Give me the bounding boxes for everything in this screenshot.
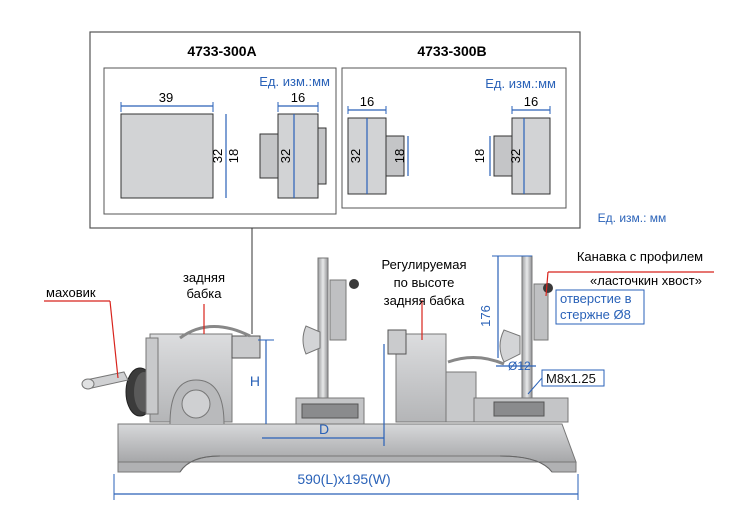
dim-b-18-right: 18: [472, 149, 487, 163]
adjustable-label-line3: задняя бабка: [384, 293, 465, 308]
dimensions: H D 176 Ø12 M8x1.25 590(L)x195(W): [113, 255, 605, 500]
dim-b-16-right: 16: [524, 94, 538, 109]
leaders: [44, 271, 714, 379]
height-post: [521, 255, 533, 401]
base-plate: [117, 423, 577, 473]
dim-h-label: H: [250, 373, 260, 389]
panel-b: 4733-300B Ед. изм.:мм 16 32 18 18 16 32: [341, 43, 567, 209]
tailstock-left: [145, 325, 261, 425]
dovetail-label-line1: Канавка с профилем: [577, 249, 703, 264]
panel-b-frame: [341, 67, 567, 209]
panel-b-title: 4733-300B: [417, 43, 486, 59]
hole-label-line2: стержне Ø8: [560, 307, 631, 322]
specimen-b-right-block: [511, 117, 551, 195]
dim-176-label: 176: [478, 305, 493, 327]
center-post: [317, 257, 329, 401]
dim-d12-label: Ø12: [508, 359, 531, 373]
dim-base-label: 590(L)x195(W): [297, 471, 390, 487]
handwheel-label: маховик: [46, 285, 96, 300]
dim-b-16-left: 16: [360, 94, 374, 109]
specimen-inset: 4733-300A Ед. изм.:мм 39 32 18 16 32 473…: [89, 31, 581, 229]
hole-label-box: [555, 289, 645, 325]
specimen-b-left-hub: [385, 135, 405, 177]
panel-a-unit-label: Ед. изм.:мм: [259, 74, 330, 89]
dim-b-32-left: 32: [348, 149, 363, 163]
tailstock-right: [387, 329, 505, 423]
dovetail-label-line2: «ласточкин хвост»: [590, 273, 702, 288]
tailstock-right-anvil: [387, 329, 407, 355]
dim-m8-label: M8x1.25: [546, 371, 596, 386]
dim-d-label: D: [319, 421, 329, 437]
panel-b-unit-label: Ед. изм.:мм: [485, 76, 556, 91]
hole-label-line1: отверстие в: [560, 291, 632, 306]
dim-39-label: 39: [159, 90, 173, 105]
unit-label: Ед. изм.: мм: [598, 211, 667, 225]
panel-a-title: 4733-300A: [187, 43, 256, 59]
tailstock-label-line1: задняя: [183, 270, 225, 285]
dim-b-18-left: 18: [392, 149, 407, 163]
adjustable-label-line2: по высоте: [394, 275, 455, 290]
specimen-block-large: [120, 113, 214, 199]
tailstock-left-anvil: [231, 335, 261, 359]
dim-16-label: 16: [291, 90, 305, 105]
dim-32-label: 32: [210, 149, 225, 163]
height-stand: [473, 255, 569, 423]
center-stand: [295, 257, 365, 425]
specimen-hub-left: [259, 133, 279, 179]
panel-a: 4733-300A Ед. изм.:мм 39 32 18 16 32: [103, 43, 337, 215]
specimen-hub-right: [317, 127, 327, 185]
dim-32b-label: 32: [278, 149, 293, 163]
adjustable-label-line1: Регулируемая: [381, 257, 466, 272]
tailstock-label-line2: бабка: [186, 286, 222, 301]
panel-a-frame: [103, 67, 337, 215]
dim-b-32-right: 32: [508, 149, 523, 163]
dim-18-label: 18: [226, 149, 241, 163]
